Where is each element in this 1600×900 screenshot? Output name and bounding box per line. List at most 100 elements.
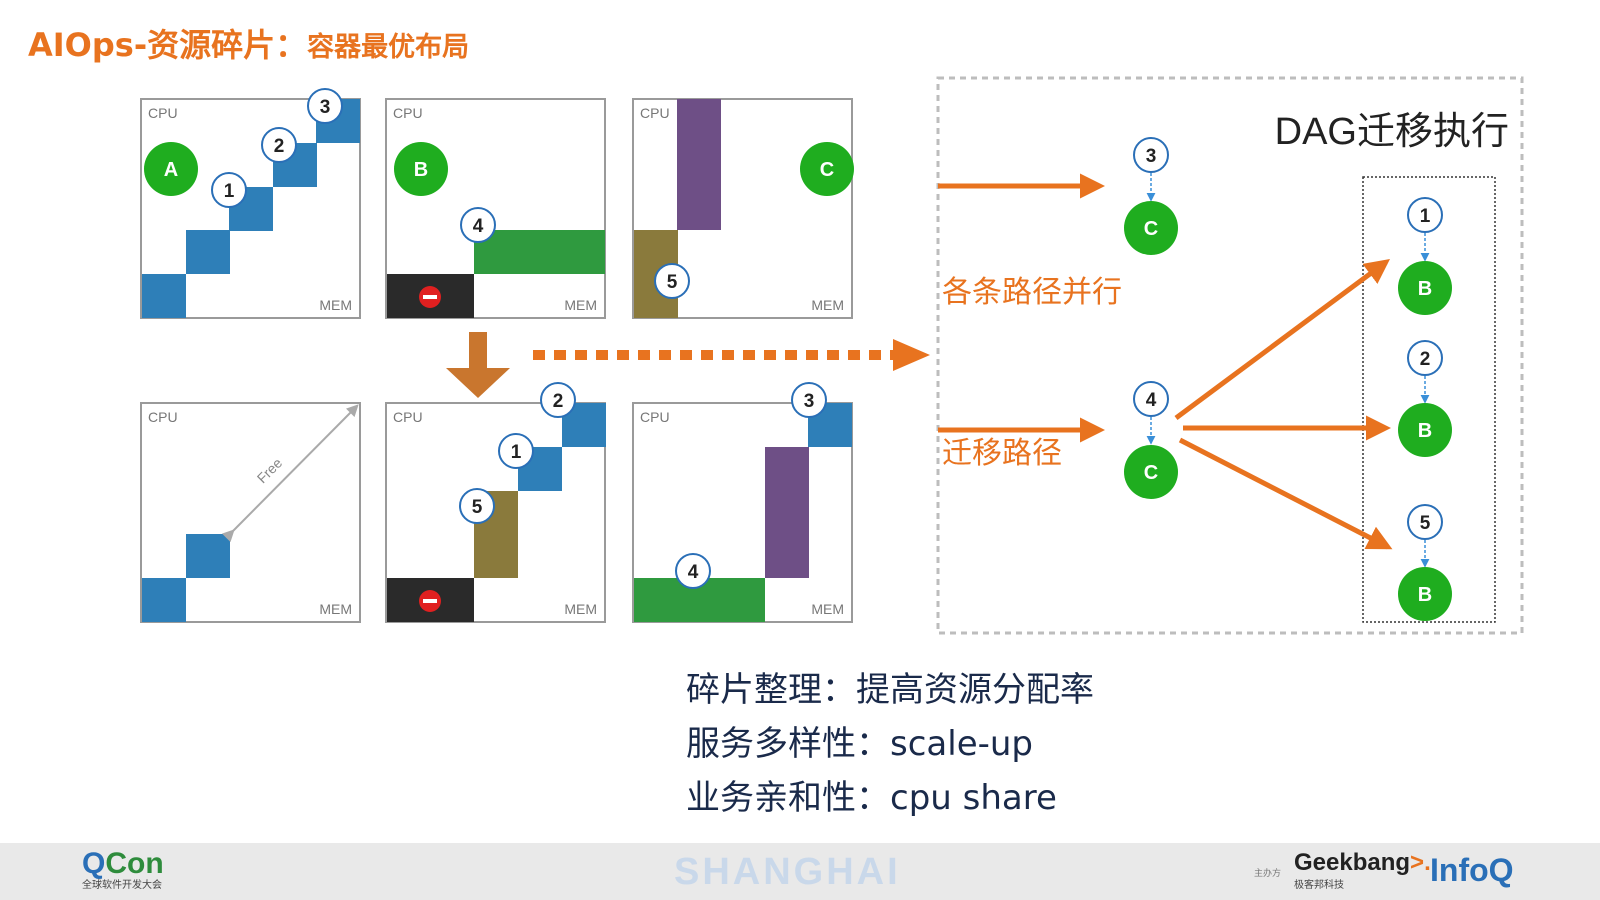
badge-3: 3	[307, 88, 343, 124]
cpu-label: CPU	[640, 105, 670, 121]
mem-label: MEM	[564, 601, 597, 617]
badge-number: 5	[472, 497, 483, 518]
free-space-arrow	[221, 404, 359, 543]
node-a-label: A	[164, 159, 178, 181]
slide-title-main: AIOps-资源碎片：	[28, 26, 308, 64]
qcon-logo: QCon 全球软件开发大会	[82, 848, 164, 892]
parallel-path-label: 各条路径并行	[942, 276, 1122, 309]
city-name: SHANGHAI	[674, 851, 901, 893]
down-arrow-icon	[446, 332, 510, 398]
badge-number: 5	[1420, 513, 1431, 534]
dag-node-label: B	[1418, 420, 1432, 442]
organizer-label: 主办方	[1254, 869, 1282, 879]
bullet-line: 业务亲和性：cpu share	[686, 778, 1057, 818]
panel-node-b: CPU MEM B 4	[385, 98, 606, 319]
badge-number: 1	[1420, 206, 1431, 227]
badge-2: 2	[540, 382, 576, 418]
badge-number: 3	[804, 391, 815, 412]
qcon-logo-con: Con	[105, 847, 164, 880]
badge-number: 2	[274, 136, 285, 157]
mem-label: MEM	[811, 601, 844, 617]
badge-number: 4	[1146, 390, 1157, 411]
migration-path-label: 迁移路径	[942, 437, 1062, 470]
target-group-box	[1362, 176, 1496, 623]
badge-1: 1	[498, 433, 534, 469]
qcon-subtitle: 全球软件开发大会	[82, 880, 162, 891]
dag-node-label: B	[1418, 278, 1432, 300]
dag-title: DAG迁移执行	[1275, 111, 1509, 153]
badge-number: 4	[688, 562, 699, 583]
fragmentation-diagram: CPU MEM A 1 2 3 CPU MEM B 4 CPU	[140, 76, 1524, 635]
mem-label: MEM	[811, 297, 844, 313]
badge-3: 3	[1133, 137, 1169, 173]
footer-bar: QCon 全球软件开发大会 SHANGHAI 主办方 Geekbang>. 极客…	[0, 843, 1600, 900]
cpu-label: CPU	[393, 105, 423, 121]
badge-number: 3	[1146, 146, 1157, 167]
badge-1: 1	[1407, 197, 1443, 233]
geekbang-logo: Geekbang>. 极客邦科技	[1294, 849, 1431, 892]
block-purple	[677, 99, 721, 230]
cpu-label: CPU	[148, 105, 178, 121]
block-blue	[186, 230, 230, 274]
cpu-label: CPU	[148, 409, 178, 425]
slide-title-sub: 容器最优布局	[307, 32, 470, 63]
badge-3: 3	[791, 382, 827, 418]
mem-label: MEM	[319, 601, 352, 617]
fanout-arrow	[1178, 437, 1393, 550]
node-c-label: C	[820, 159, 834, 181]
geekbang-logo-b: bang	[1352, 849, 1411, 876]
badge-5: 5	[654, 263, 690, 299]
mem-label: MEM	[319, 297, 352, 313]
node-c: C	[800, 142, 854, 196]
block-green	[474, 230, 605, 274]
no-entry-icon	[419, 590, 441, 612]
badge-5: 5	[1407, 504, 1443, 540]
badge-2: 2	[261, 127, 297, 163]
cpu-label: CPU	[640, 409, 670, 425]
dag-node-label: C	[1144, 218, 1158, 240]
badge-2: 2	[1407, 340, 1443, 376]
badge-number: 3	[320, 97, 331, 118]
dag-node-label: C	[1144, 462, 1158, 484]
badge-4: 4	[675, 553, 711, 589]
node-b-label: B	[414, 159, 428, 181]
dag-panel: DAG迁移执行 各条路径并行 3 C 迁移路径 4 C 1 B 2 B 5 B	[936, 76, 1524, 635]
badge-number: 1	[511, 442, 522, 463]
cpu-label: CPU	[393, 409, 423, 425]
node-a: A	[144, 142, 198, 196]
dag-node-b: B	[1398, 261, 1452, 315]
geekbang-logo-c: >.	[1410, 849, 1431, 876]
panel-free: CPU MEM Free	[140, 402, 361, 623]
dag-node-c: C	[1124, 445, 1178, 499]
block-blue	[142, 578, 186, 622]
summary-bullets: 碎片整理：提高资源分配率 服务多样性：scale-up 业务亲和性：cpu sh…	[686, 663, 1094, 825]
block-blue	[142, 274, 186, 318]
dag-node-label: B	[1418, 584, 1432, 606]
block-blue	[186, 534, 230, 578]
panel-node-a: CPU MEM A 1 2 3	[140, 88, 361, 319]
badge-number: 5	[667, 272, 678, 293]
no-entry-icon	[419, 286, 441, 308]
badge-number: 4	[473, 216, 484, 237]
geekbang-logo-a: Geek	[1294, 849, 1353, 876]
bullet-line: 服务多样性：scale-up	[686, 724, 1034, 764]
dag-node-c: C	[1124, 201, 1178, 255]
dag-node-b: B	[1398, 403, 1452, 457]
dag-node-b: B	[1398, 567, 1452, 621]
panel-node-c: CPU MEM C 5	[632, 98, 854, 319]
panel-b-after: CPU MEM 1 2 5	[385, 382, 606, 623]
infoq-logo: InfoQ	[1430, 852, 1514, 888]
badge-5: 5	[459, 488, 495, 524]
badge-number: 2	[553, 391, 564, 412]
badge-1: 1	[211, 172, 247, 208]
badge-number: 2	[1420, 349, 1431, 370]
dashed-arrow-right-icon	[533, 339, 930, 371]
badge-4: 4	[1133, 381, 1169, 417]
panel-c-after: CPU MEM 4 3	[632, 382, 853, 623]
node-b: B	[394, 142, 448, 196]
fanout-arrow	[1174, 259, 1391, 421]
mem-label: MEM	[564, 297, 597, 313]
slide-title: AIOps-资源碎片：容器最优布局	[28, 20, 469, 66]
badge-number: 1	[224, 181, 235, 202]
geekbang-subtitle: 极客邦科技	[1294, 880, 1344, 891]
